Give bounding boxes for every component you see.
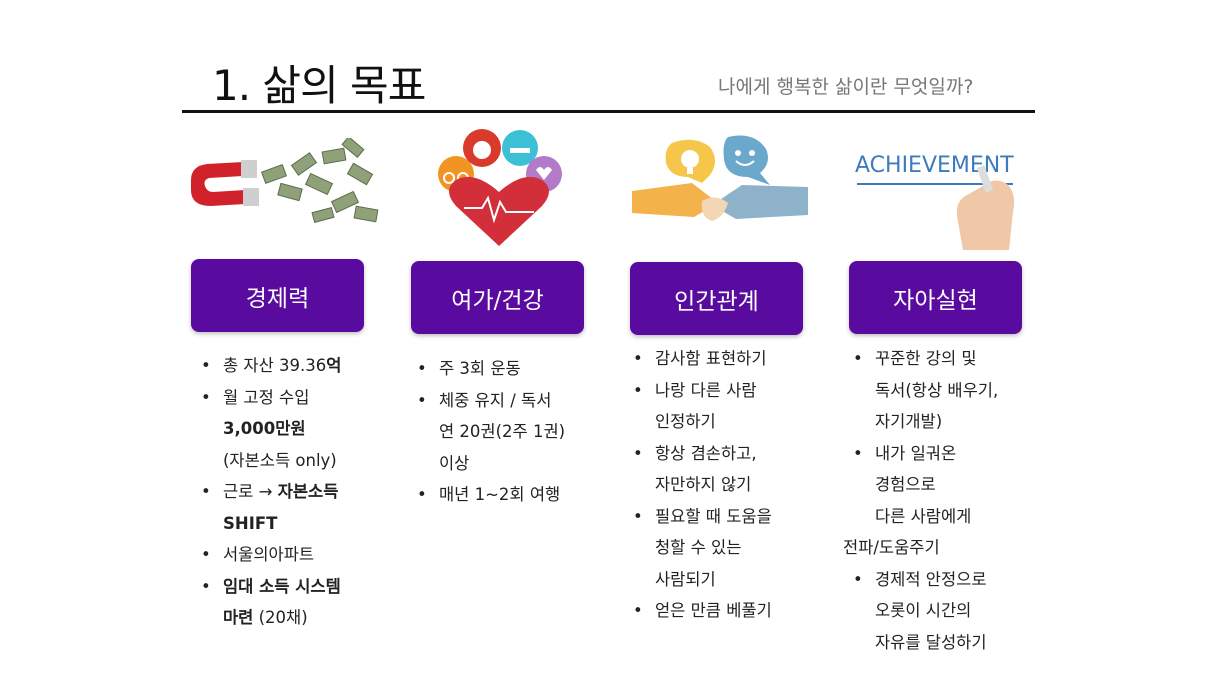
page-title: 1. 삶의 목표 [212, 61, 426, 110]
hand-icon [632, 183, 718, 217]
list-item: 연 20권(2주 1권) [439, 422, 566, 441]
achievement-label: ACHIEVEMENT [855, 153, 1014, 178]
list-item: 3,000만원 [223, 419, 306, 438]
self-realization-goal-list: 꾸준한 강의 및 독서(항상 배우기, 자기개발) 내가 일궈온 경험으로 다른… [843, 343, 999, 658]
lightbulb-icon [665, 139, 715, 183]
list-item: 임대 소득 시스템 [201, 571, 341, 603]
economy-goal-list: 총 자산 39.36억 월 고정 수입 3,000만원 (자본소득 only) … [201, 350, 341, 634]
list-item: 매년 1~2회 여행 [417, 479, 565, 511]
list-item: 주 3회 운동 [417, 353, 565, 385]
list-item: 꾸준한 강의 및 [853, 343, 998, 375]
hand-icon [712, 185, 808, 219]
list-item: 사람되기 [655, 569, 716, 589]
relationships-goal-list: 감사함 표현하기 나랑 다른 사람 인정하기 항상 겸손하고, 자만하지 않기 … [633, 343, 772, 627]
heart-icon [449, 176, 549, 246]
list-item: 나랑 다른 사람 [633, 375, 772, 407]
achievement-image: ACHIEVEMENT [855, 153, 1015, 250]
list-item: 자기개발) [875, 412, 943, 431]
list-item: 체중 유지 / 독서 [417, 385, 565, 417]
list-item: 근로 → 자본소득 [201, 476, 341, 508]
list-item: 총 자산 39.36억 [201, 350, 341, 382]
magnet-money-image [191, 138, 379, 224]
title-divider [182, 110, 1035, 113]
handshake-image [632, 135, 808, 221]
list-item: 마련 (20채) [223, 608, 308, 627]
list-item: 자만하지 않기 [655, 475, 752, 494]
money-icon [260, 138, 379, 224]
category-button-relationships[interactable]: 인간관계 [630, 262, 803, 335]
list-item: 감사함 표현하기 [633, 343, 772, 375]
list-item: 내가 일궈온 [853, 438, 998, 470]
leisure-health-goal-list: 주 3회 운동 체중 유지 / 독서 연 20권(2주 1권) 이상 매년 1~… [417, 353, 565, 511]
list-item: 경험으로 [875, 475, 936, 494]
list-item: 독서(항상 배우기, [875, 380, 999, 400]
list-item: (자본소득 only) [223, 450, 337, 470]
list-item: 인정하기 [655, 412, 716, 431]
category-button-economy[interactable]: 경제력 [191, 259, 364, 332]
list-item: 오롯이 시간의 [875, 601, 972, 620]
category-button-leisure-health[interactable]: 여가/건강 [411, 261, 584, 334]
list-item: 다른 사람에게 [875, 506, 972, 526]
list-item: 필요할 때 도움을 [633, 501, 772, 533]
hand-icon [956, 180, 1015, 250]
list-item: 얻은 만큼 베풀기 [633, 595, 772, 627]
list-item: 서울의아파트 [201, 539, 341, 571]
list-item: 경제적 안정으로 [853, 564, 998, 596]
magnet-icon [191, 160, 259, 206]
list-item: 월 고정 수입 [201, 382, 341, 414]
health-heart-image [438, 129, 562, 246]
page-subtitle: 나에게 행복한 삶이란 무엇일까? [718, 76, 974, 98]
list-item: 항상 겸손하고, [633, 438, 772, 470]
category-button-self-realization[interactable]: 자아실현 [849, 261, 1022, 334]
smiley-icon [723, 135, 770, 185]
list-item: 청할 수 있는 [655, 538, 742, 557]
marker-icon [976, 165, 994, 193]
list-item: 이상 [439, 453, 470, 473]
list-item: 자유를 달성하기 [875, 632, 987, 652]
list-item: 전파/도움주기 [843, 538, 940, 557]
list-item: SHIFT [223, 513, 278, 533]
